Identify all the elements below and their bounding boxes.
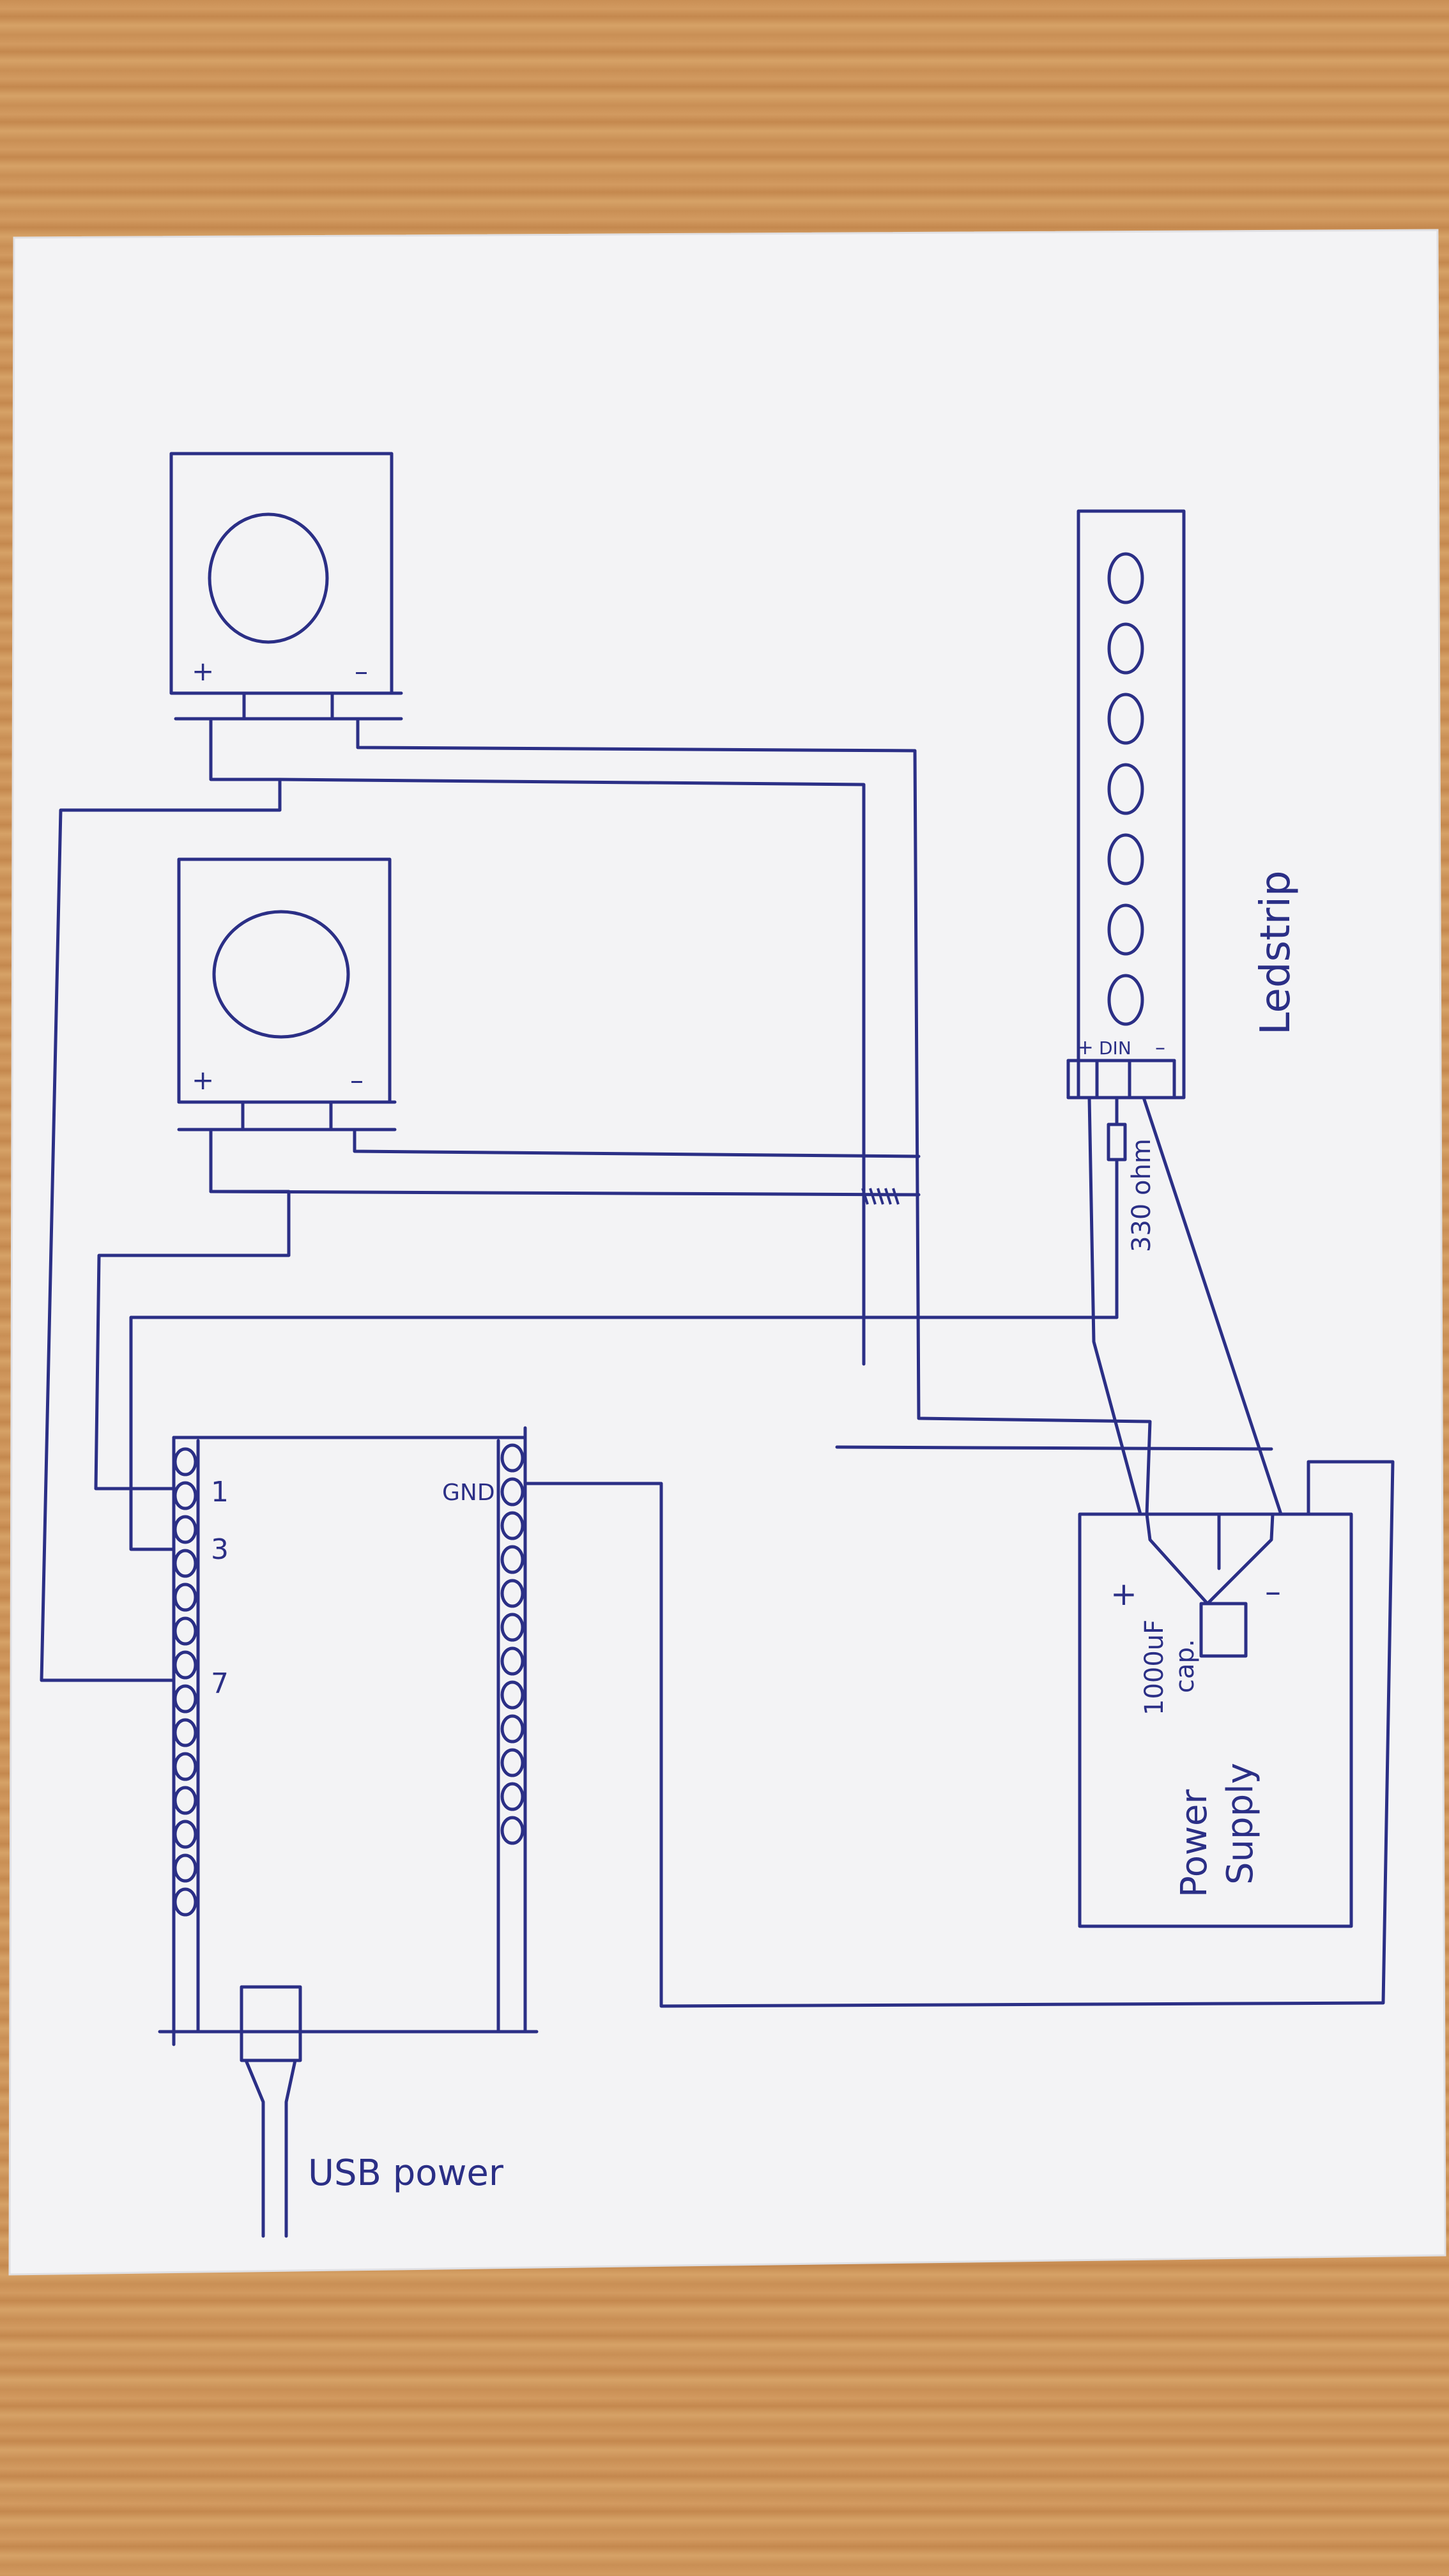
header-pin bbox=[173, 1752, 197, 1781]
header-pin bbox=[173, 1887, 197, 1917]
header-pin bbox=[173, 1650, 197, 1680]
board-gnd-label: GND bbox=[442, 1480, 495, 1506]
header-pin bbox=[500, 1646, 525, 1676]
led bbox=[1107, 833, 1144, 885]
capacitor: 1000uF cap. bbox=[1140, 1512, 1275, 1715]
power-supply-label-1: Power bbox=[1174, 1789, 1215, 1897]
header-pin bbox=[500, 1748, 525, 1777]
ledstrip-pin-minus: – bbox=[1155, 1035, 1165, 1059]
right-pin-header bbox=[500, 1443, 525, 1845]
speaker-top-plus: + bbox=[192, 656, 214, 687]
header-pin bbox=[173, 1549, 197, 1578]
speaker-top: + – bbox=[169, 452, 403, 721]
left-pin-header bbox=[173, 1447, 197, 1917]
header-pin bbox=[500, 1613, 525, 1642]
resistor: 330 ohm bbox=[1107, 1096, 1156, 1319]
ledstrip-pin-din: DIN bbox=[1099, 1038, 1131, 1059]
header-pin bbox=[500, 1477, 525, 1506]
led bbox=[1107, 693, 1144, 745]
header-pin bbox=[500, 1816, 525, 1845]
speaker-cone bbox=[212, 910, 350, 1039]
header-pin bbox=[500, 1579, 525, 1608]
board-pin-label: 7 bbox=[211, 1667, 229, 1700]
led bbox=[1107, 622, 1144, 675]
led bbox=[1107, 974, 1144, 1026]
header-pin bbox=[173, 1853, 197, 1883]
speaker-bottom-plus: + bbox=[192, 1064, 214, 1096]
speaker-bottom: + – bbox=[177, 857, 397, 1131]
capacitor-label-1: 1000uF bbox=[1140, 1620, 1169, 1715]
speaker-bottom-minus: – bbox=[350, 1064, 364, 1096]
microcontroller-board: 1 3 7 GND bbox=[158, 1426, 539, 2046]
paper-sheet bbox=[8, 229, 1446, 2276]
header-pin bbox=[173, 1616, 197, 1646]
header-pin bbox=[173, 1820, 197, 1849]
header-pin bbox=[500, 1680, 525, 1710]
board-pin-label: 1 bbox=[211, 1476, 229, 1508]
led bbox=[1107, 763, 1144, 815]
usb-power-label: USB power bbox=[308, 2152, 504, 2194]
power-supply: + – Power Supply bbox=[523, 1460, 1395, 2008]
power-supply-plus: + bbox=[1110, 1575, 1137, 1613]
speaker-cone bbox=[208, 512, 329, 644]
led bbox=[1107, 903, 1144, 956]
header-pin bbox=[500, 1545, 525, 1574]
header-pin bbox=[500, 1714, 525, 1744]
ledstrip-pin-plus: + bbox=[1077, 1035, 1094, 1059]
power-supply-label-2: Supply bbox=[1220, 1763, 1261, 1885]
ledstrip-label: Ledstrip bbox=[1252, 870, 1300, 1035]
header-pin bbox=[173, 1447, 197, 1476]
header-pin bbox=[500, 1782, 525, 1811]
board-pin-label: 3 bbox=[211, 1533, 229, 1566]
header-pin bbox=[500, 1443, 525, 1473]
header-pin bbox=[173, 1481, 197, 1510]
header-pin bbox=[173, 1786, 197, 1815]
wires bbox=[40, 717, 1283, 1682]
header-pin bbox=[173, 1684, 197, 1713]
power-supply-minus: – bbox=[1265, 1573, 1281, 1610]
ledstrip: + DIN – Ledstrip bbox=[1066, 509, 1300, 1100]
led bbox=[1107, 552, 1144, 604]
header-pin bbox=[500, 1511, 525, 1540]
header-pin bbox=[173, 1583, 197, 1612]
usb-connector: USB power bbox=[240, 1985, 504, 2238]
header-pin bbox=[173, 1515, 197, 1544]
resistor-label: 330 ohm bbox=[1127, 1138, 1156, 1252]
speaker-top-minus: – bbox=[355, 656, 368, 687]
header-pin bbox=[173, 1718, 197, 1747]
capacitor-label-2: cap. bbox=[1170, 1639, 1200, 1693]
ledstrip-leds bbox=[1107, 552, 1144, 1026]
